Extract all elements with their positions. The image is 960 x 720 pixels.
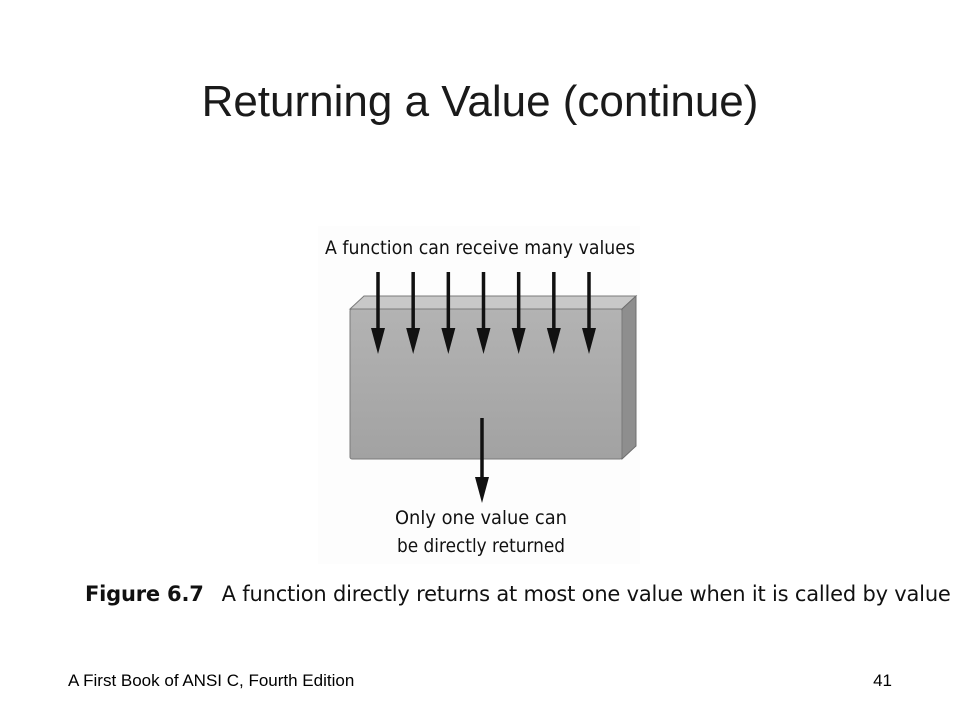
diagram-top-label: A function can receive many values: [325, 237, 635, 259]
input-arrow: [546, 272, 561, 354]
output-arrow: [475, 418, 489, 503]
input-arrow: [441, 272, 456, 354]
footer-page-number: 41: [873, 671, 892, 690]
diagram-bottom-label-line1: Only one value can: [395, 507, 567, 529]
input-arrow: [406, 272, 421, 354]
slide-title: Returning a Value (continue): [201, 77, 759, 126]
input-arrow: [371, 272, 385, 354]
figure-caption: Figure 6.7 A function directly returns at…: [85, 578, 951, 610]
diagram-bottom-label-line2: be directly returned: [397, 535, 565, 557]
input-arrows: [371, 272, 596, 354]
input-arrow: [582, 272, 596, 354]
output-arrows: [475, 418, 489, 503]
function-box: [348, 294, 638, 461]
figure-caption-label: Figure 6.7: [85, 582, 204, 606]
function-box-top: [348, 295, 638, 310]
footer-book-title: A First Book of ANSI C, Fourth Edition: [68, 671, 355, 690]
figure-caption-text: A function directly returns at most one …: [221, 582, 951, 606]
input-arrow: [511, 272, 526, 354]
function-box-side: [621, 294, 637, 461]
input-arrow: [476, 272, 491, 354]
